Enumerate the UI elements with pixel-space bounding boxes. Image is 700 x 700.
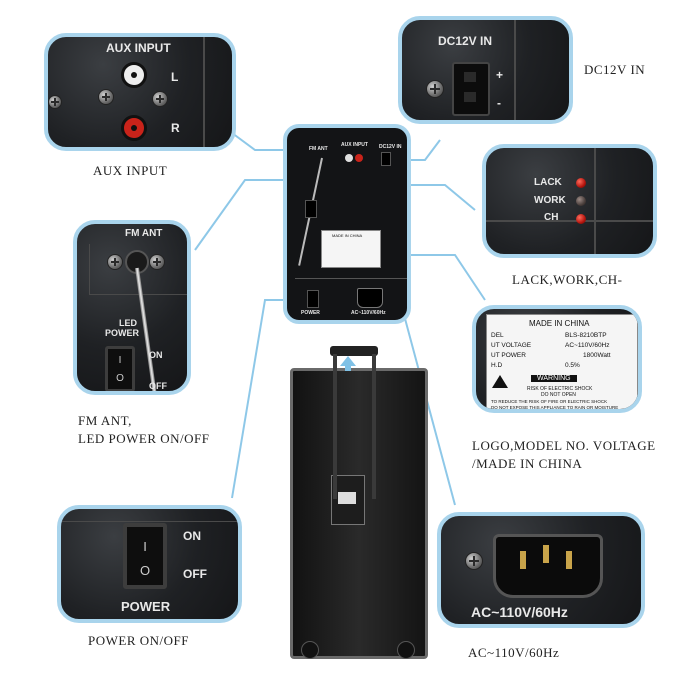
wheel-icon: [301, 641, 319, 659]
screw-icon: [107, 254, 123, 270]
led-indicator-panel: LACK WORK CH: [482, 144, 657, 258]
panel-divider: [594, 148, 596, 254]
sticker-footer-2: DO NOT EXPOSE THIS APPLIANCE TO RAIN OR …: [491, 405, 619, 410]
sticker-row-1-value: AC~110V/60Hz: [565, 342, 610, 349]
aux-left-label: L: [171, 70, 179, 84]
screw-icon: [426, 80, 444, 98]
screw-icon: [98, 89, 114, 105]
switch-on-symbol: I: [143, 539, 147, 554]
rca-red-jack: [121, 115, 147, 141]
caption-fm-ant-2: LED POWER ON/OFF: [78, 431, 210, 446]
sticker-footer-1: TO REDUCE THE RISK OF FIRE OR ELECTRIC S…: [491, 399, 608, 404]
sticker-row-3-value: 0.5%: [565, 362, 580, 369]
sticker-warning-sub1: RISK OF ELECTRIC SHOCK: [527, 386, 593, 392]
center-power-label: POWER: [301, 310, 320, 316]
center-divider: [295, 278, 407, 279]
panel-divider: [514, 20, 516, 120]
center-fm-label: FM ANT: [309, 146, 328, 152]
aux-input-panel: AUX INPUT L R: [44, 33, 236, 151]
center-rca-jacks: [345, 154, 353, 162]
ac-panel-label: AC~110V/60Hz: [471, 604, 568, 620]
ac-input-panel: AC~110V/60Hz: [437, 512, 645, 628]
center-power-switch[interactable]: [307, 290, 319, 308]
center-rca-jacks-red: [355, 154, 363, 162]
dc-minus-label: -: [497, 96, 501, 110]
sticker-row-1-key: UT VOLTAGE: [491, 342, 532, 349]
caption-dc12v-in: DC12V IN: [584, 62, 646, 77]
center-ac-label: AC~110V/60Hz: [351, 310, 386, 316]
fm-panel-title: FM ANT: [125, 228, 163, 239]
screw-icon: [48, 95, 62, 109]
switch-off-symbol: O: [116, 373, 124, 384]
sticker-row-2-key: UT POWER: [491, 352, 526, 359]
sticker-row-0-key: DEL: [491, 332, 504, 339]
power-on-label: ON: [183, 529, 201, 543]
power-label: POWER: [121, 599, 171, 614]
center-dc-socket: [381, 152, 391, 166]
led-power-switch[interactable]: I O: [105, 346, 135, 391]
fm-led-label: LED: [119, 318, 137, 328]
fm-ant-panel: FM ANT LED POWER I O ON OFF: [73, 220, 191, 395]
trolley-handle[interactable]: [330, 346, 378, 356]
screw-icon: [465, 552, 483, 570]
switch-on-symbol: I: [118, 355, 122, 366]
center-led-switch[interactable]: [305, 200, 317, 218]
trolley-pole-right: [372, 354, 376, 499]
sticker-row-2-value: 1800Watt: [583, 352, 611, 359]
led-lack-label: LACK: [534, 177, 562, 188]
center-sticker-text: MADE IN CHINA: [332, 233, 363, 238]
sticker-made-in: MADE IN CHINA: [529, 319, 590, 328]
center-ac-socket: [357, 288, 383, 308]
sticker-warning-sub2: DO NOT OPEN: [541, 392, 576, 398]
rating-sticker: MADE IN CHINA DEL BLS-8210BTP UT VOLTAGE…: [486, 314, 638, 410]
sticker-row-3-key: H.D: [491, 362, 503, 369]
rating-label-panel: MADE IN CHINA DEL BLS-8210BTP UT VOLTAGE…: [472, 305, 642, 413]
center-dc-label: DC12V IN: [379, 144, 402, 150]
ac-iec-socket: [493, 534, 603, 598]
dc12v-panel: DC12V IN + -: [398, 16, 573, 124]
ch-led-icon: [576, 214, 586, 224]
dc-panel-title: DC12V IN: [438, 34, 493, 48]
caption-lack-work-ch: LACK,WORK,CH-: [512, 272, 623, 287]
caption-aux-input: AUX INPUT: [93, 163, 168, 178]
lack-led-icon: [576, 178, 586, 188]
led-ch-label: CH: [544, 212, 559, 223]
dc-plus-label: +: [496, 68, 504, 82]
fm-power-label: POWER: [105, 328, 140, 338]
rca-white-jack: [121, 62, 147, 88]
power-rocker-switch[interactable]: I O: [123, 523, 167, 589]
up-arrow-stem: [345, 365, 351, 371]
trolley-pole-left: [333, 354, 337, 499]
panel-divider: [486, 220, 653, 222]
up-arrow-icon: [340, 356, 356, 366]
panel-divider: [61, 521, 238, 522]
caption-ac-input: AC~110V/60Hz: [468, 645, 560, 660]
center-sticker: MADE IN CHINA: [321, 230, 381, 268]
fm-on-label: ON: [149, 350, 163, 360]
caption-power-on-off: POWER ON/OFF: [88, 633, 189, 648]
wheel-icon: [397, 641, 415, 659]
sticker-row-0-value: BLS-8210BTP: [565, 332, 607, 339]
screw-icon: [149, 254, 165, 270]
panel-divider: [203, 37, 205, 147]
warning-triangle-icon: [492, 375, 508, 388]
speaker-cabinet: [290, 368, 428, 659]
sticker-warning: WARNING: [531, 375, 577, 382]
led-work-label: WORK: [534, 195, 566, 206]
panel-divider: [89, 244, 90, 294]
caption-fm-ant-1: FM ANT,: [78, 413, 132, 428]
caption-logo-1: LOGO,MODEL NO. VOLTAGE: [472, 438, 656, 453]
center-aux-label: AUX INPUT: [341, 142, 368, 148]
fm-off-label: OFF: [149, 381, 167, 391]
aux-panel-title: AUX INPUT: [106, 41, 171, 55]
work-led-icon: [576, 196, 586, 206]
center-back-panel: AUX INPUT DC12V IN FM ANT MADE IN CHINA …: [283, 124, 411, 324]
power-switch-panel: I O ON OFF POWER: [57, 505, 242, 623]
aux-right-label: R: [171, 121, 180, 135]
caption-logo-2: /MADE IN CHINA: [472, 456, 583, 471]
screw-icon: [152, 91, 168, 107]
dc-socket: [452, 62, 490, 116]
switch-off-symbol: O: [139, 563, 151, 578]
power-off-label: OFF: [183, 567, 207, 581]
